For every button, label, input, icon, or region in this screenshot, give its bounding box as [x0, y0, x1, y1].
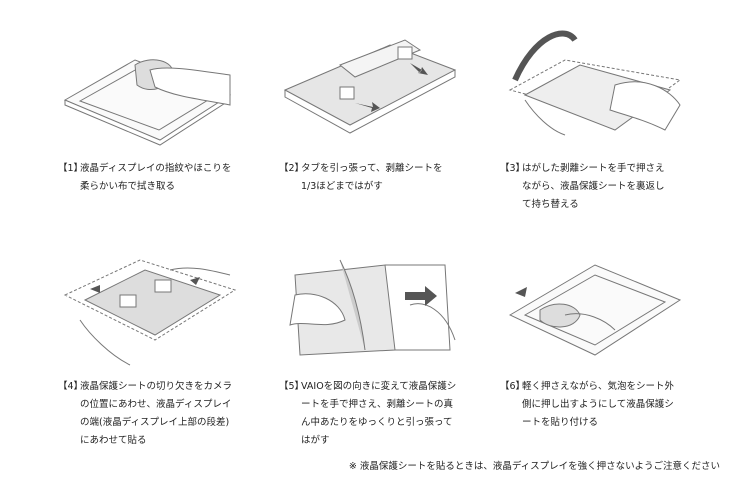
step-text-line: VAIOを図の向きに変えて液晶保護シ	[301, 381, 457, 392]
step5-remove-liner-illustration	[289, 259, 456, 356]
step-5: 【5】 VAIOを図の向きに変えて液晶保護シ ートを手で押さえ、剥離シートの真 …	[279, 378, 479, 450]
step-text-line: 柔らかい布で拭き取る	[80, 181, 176, 192]
step-text-line: にあわせて貼る	[80, 435, 147, 446]
step-number: 【3】	[500, 163, 526, 174]
step-text-line: 液晶保護シートの切り欠きをカメラ	[80, 381, 233, 392]
step6-press-illustration	[508, 264, 682, 356]
step-text-line: ん中あたりをゆっくりと引っ張って	[301, 417, 453, 428]
step-text-line: の端(液晶ディスプレイ上部の段差)	[80, 417, 230, 428]
step-number: 【5】	[279, 381, 305, 392]
step2-peel-illustration	[283, 39, 457, 134]
step-text-line: 側に押し出すようにして液晶保護シ	[522, 399, 674, 410]
step-text-line: の位置にあわせ、液晶ディスプレイ	[80, 399, 232, 410]
step-number: 【2】	[279, 163, 305, 174]
step-2: 【2】 タブを引っ張って、剥離シートを 1/3ほどまではがす	[279, 160, 479, 196]
step3-flip-illustration	[508, 30, 682, 136]
step-text-line: はがす	[301, 435, 330, 446]
step-4: 【4】 液晶保護シートの切り欠きをカメラ の位置にあわせ、液晶ディスプレイ の端…	[58, 378, 258, 450]
step1-wipe-illustration	[63, 59, 232, 146]
step-number: 【1】	[58, 163, 84, 174]
step-text-line: ながら、液晶保護シートを裏返し	[522, 181, 665, 192]
step-6: 【6】 軽く押さえながら、気泡をシート外 側に押し出すようにして液晶保護シ ート…	[500, 378, 700, 432]
step-text-line: ートを手で押さえ、剥離シートの真	[301, 399, 454, 410]
step-text-line: ートを貼り付ける	[522, 417, 599, 428]
step-3: 【3】 はがした剥離シートを手で押さえ ながら、液晶保護シートを裏返し て持ち替…	[500, 160, 700, 214]
step-text-line: 1/3ほどまではがす	[301, 181, 383, 192]
step-number: 【4】	[58, 381, 84, 392]
step-number: 【6】	[500, 381, 526, 392]
step-text-line: 液晶ディスプレイの指紋やほこりを	[80, 163, 232, 174]
step-1: 【1】 液晶ディスプレイの指紋やほこりを 柔らかい布で拭き取る	[58, 160, 258, 196]
step-text-line: 軽く押さえながら、気泡をシート外	[522, 381, 675, 392]
caution-note: ※ 液晶保護シートを貼るときは、液晶ディスプレイを強く押さないようご注意ください	[348, 461, 720, 472]
step4-align-illustration	[63, 259, 237, 366]
step-text-line: て持ち替える	[522, 199, 579, 210]
step-text-line: タブを引っ張って、剥離シートを	[301, 163, 443, 174]
step-text-line: はがした剥離シートを手で押さえ	[522, 163, 665, 174]
